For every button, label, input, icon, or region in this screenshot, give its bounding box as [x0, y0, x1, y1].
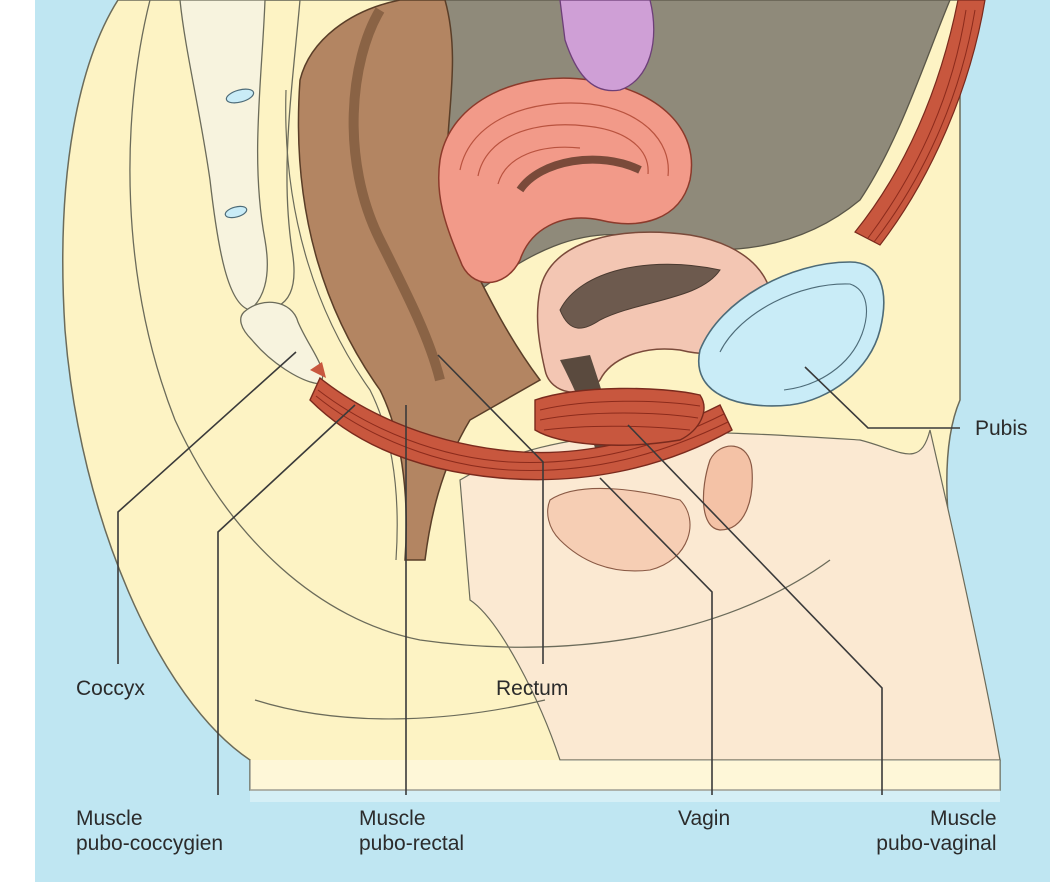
label-line: pubo-coccygien — [76, 831, 223, 856]
label-line: pubo-rectal — [359, 831, 464, 856]
label-line: pubo-vaginal — [860, 831, 997, 856]
bottom-fade — [250, 760, 1000, 802]
label-rectum: Rectum — [496, 676, 568, 701]
page-margin — [0, 0, 35, 882]
label-vagin: Vagin — [678, 806, 730, 831]
label-pubis: Pubis — [975, 416, 1028, 441]
label-line: Muscle — [860, 806, 997, 831]
label-muscle-pubo-coccygien: Muscle pubo-coccygien — [76, 806, 223, 856]
label-line: Muscle — [359, 806, 464, 831]
label-coccyx: Coccyx — [76, 676, 145, 701]
label-muscle-pubo-vaginal: Muscle pubo-vaginal — [860, 806, 997, 856]
label-muscle-pubo-rectal: Muscle pubo-rectal — [359, 806, 464, 856]
label-line: Muscle — [76, 806, 223, 831]
